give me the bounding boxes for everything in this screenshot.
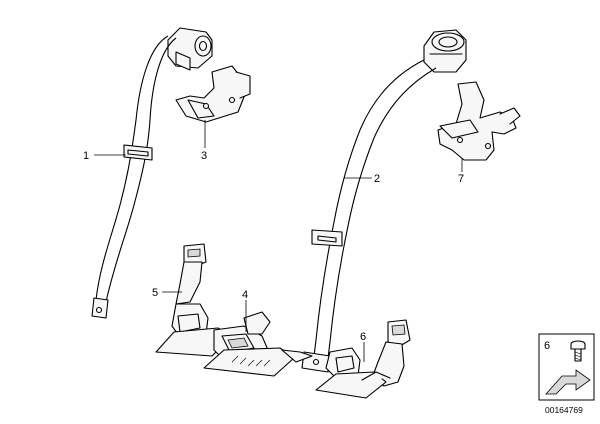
callout-4: 4 — [242, 289, 248, 301]
arrow-icon — [545, 369, 591, 395]
callout-2: 2 — [374, 173, 380, 185]
part-5-buckle — [155, 243, 233, 357]
part-4-double-buckle — [203, 311, 313, 377]
part-1-seat-belt-left — [91, 27, 213, 319]
screw-inset-box: 6 — [538, 333, 595, 401]
inset-callout-6: 6 — [544, 340, 550, 352]
callout-5: 5 — [152, 287, 158, 299]
part-3-bracket — [175, 65, 251, 123]
part-7-bracket — [437, 81, 521, 161]
callout-3: 3 — [201, 150, 207, 162]
document-number: 00164769 — [545, 405, 583, 415]
callout-1: 1 — [83, 150, 89, 162]
retractor-center — [423, 29, 467, 73]
callout-6: 6 — [360, 331, 366, 343]
retractor-left — [167, 27, 213, 71]
callout-7: 7 — [458, 173, 464, 185]
part-6-buckle — [315, 319, 411, 399]
screw-icon — [570, 340, 586, 362]
part-2-seat-belt-center — [301, 29, 467, 373]
